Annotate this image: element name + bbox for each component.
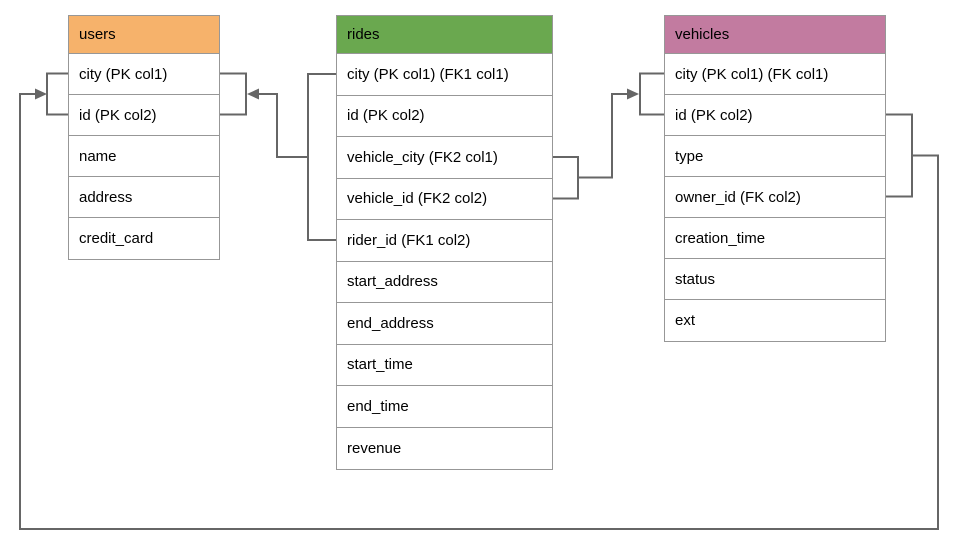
fk-connector-line: [19, 93, 939, 530]
table-users: users city (PK col1) id (PK col2) name a…: [68, 15, 220, 260]
table-row: city (PK col1) (FK col1): [665, 54, 885, 95]
table-row: end_address: [337, 303, 552, 345]
table-row: id (PK col2): [69, 95, 219, 136]
fk1-arrow-head-icon: [247, 88, 259, 100]
fk1-connector-line: [252, 93, 308, 158]
table-row: status: [665, 259, 885, 300]
table-row: ext: [665, 300, 885, 341]
table-rides: rides city (PK col1) (FK1 col1) id (PK c…: [336, 15, 553, 470]
table-row: city (PK col1) (FK1 col1): [337, 54, 552, 96]
users-left-pk-bracket: [46, 72, 68, 116]
users-right-pk-bracket: [220, 72, 247, 116]
table-row: owner_id (FK col2): [665, 177, 885, 218]
table-row: vehicle_city (FK2 col1): [337, 137, 552, 179]
vehicles-left-pk-bracket: [639, 72, 664, 116]
table-row: start_address: [337, 261, 552, 303]
fk-vehicles-source-bracket: [886, 113, 913, 198]
table-row: end_time: [337, 386, 552, 428]
table-row: start_time: [337, 344, 552, 386]
table-row: id (PK col2): [337, 95, 552, 137]
table-row: name: [69, 136, 219, 177]
fk-arrow-head-icon: [35, 88, 47, 100]
fk2-connector-line: [578, 93, 633, 179]
table-header-vehicles: vehicles: [665, 16, 885, 54]
table-vehicles: vehicles city (PK col1) (FK col1) id (PK…: [664, 15, 886, 342]
table-row: rider_id (FK1 col2): [337, 220, 552, 262]
table-header-rides: rides: [337, 16, 552, 54]
table-row: creation_time: [665, 218, 885, 259]
table-row: credit_card: [69, 218, 219, 259]
table-row: id (PK col2): [665, 95, 885, 136]
table-row: type: [665, 136, 885, 177]
table-row: revenue: [337, 427, 552, 469]
table-row: address: [69, 177, 219, 218]
fk1-rides-source-bracket: [307, 73, 336, 241]
fk2-rides-source-bracket: [553, 156, 579, 200]
table-header-users: users: [69, 16, 219, 54]
table-row: vehicle_id (FK2 col2): [337, 178, 552, 220]
fk2-arrow-head-icon: [627, 88, 639, 100]
table-row: city (PK col1): [69, 54, 219, 95]
